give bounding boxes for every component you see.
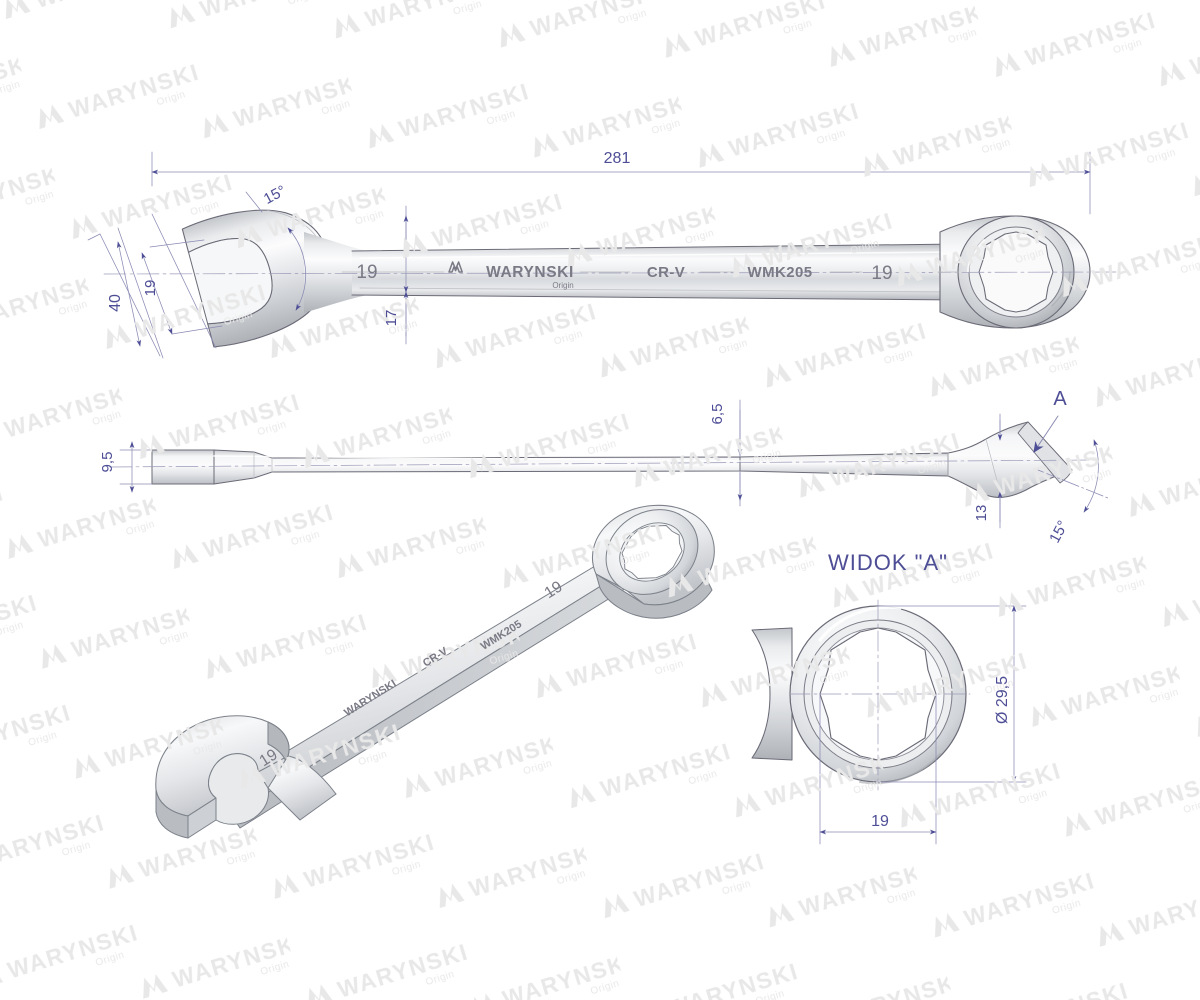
front-view-geometry bbox=[103, 209, 1119, 348]
isometric-view-geometry bbox=[155, 504, 715, 839]
detail-a-geometry bbox=[751, 599, 971, 791]
side-view-geometry bbox=[109, 421, 1095, 499]
